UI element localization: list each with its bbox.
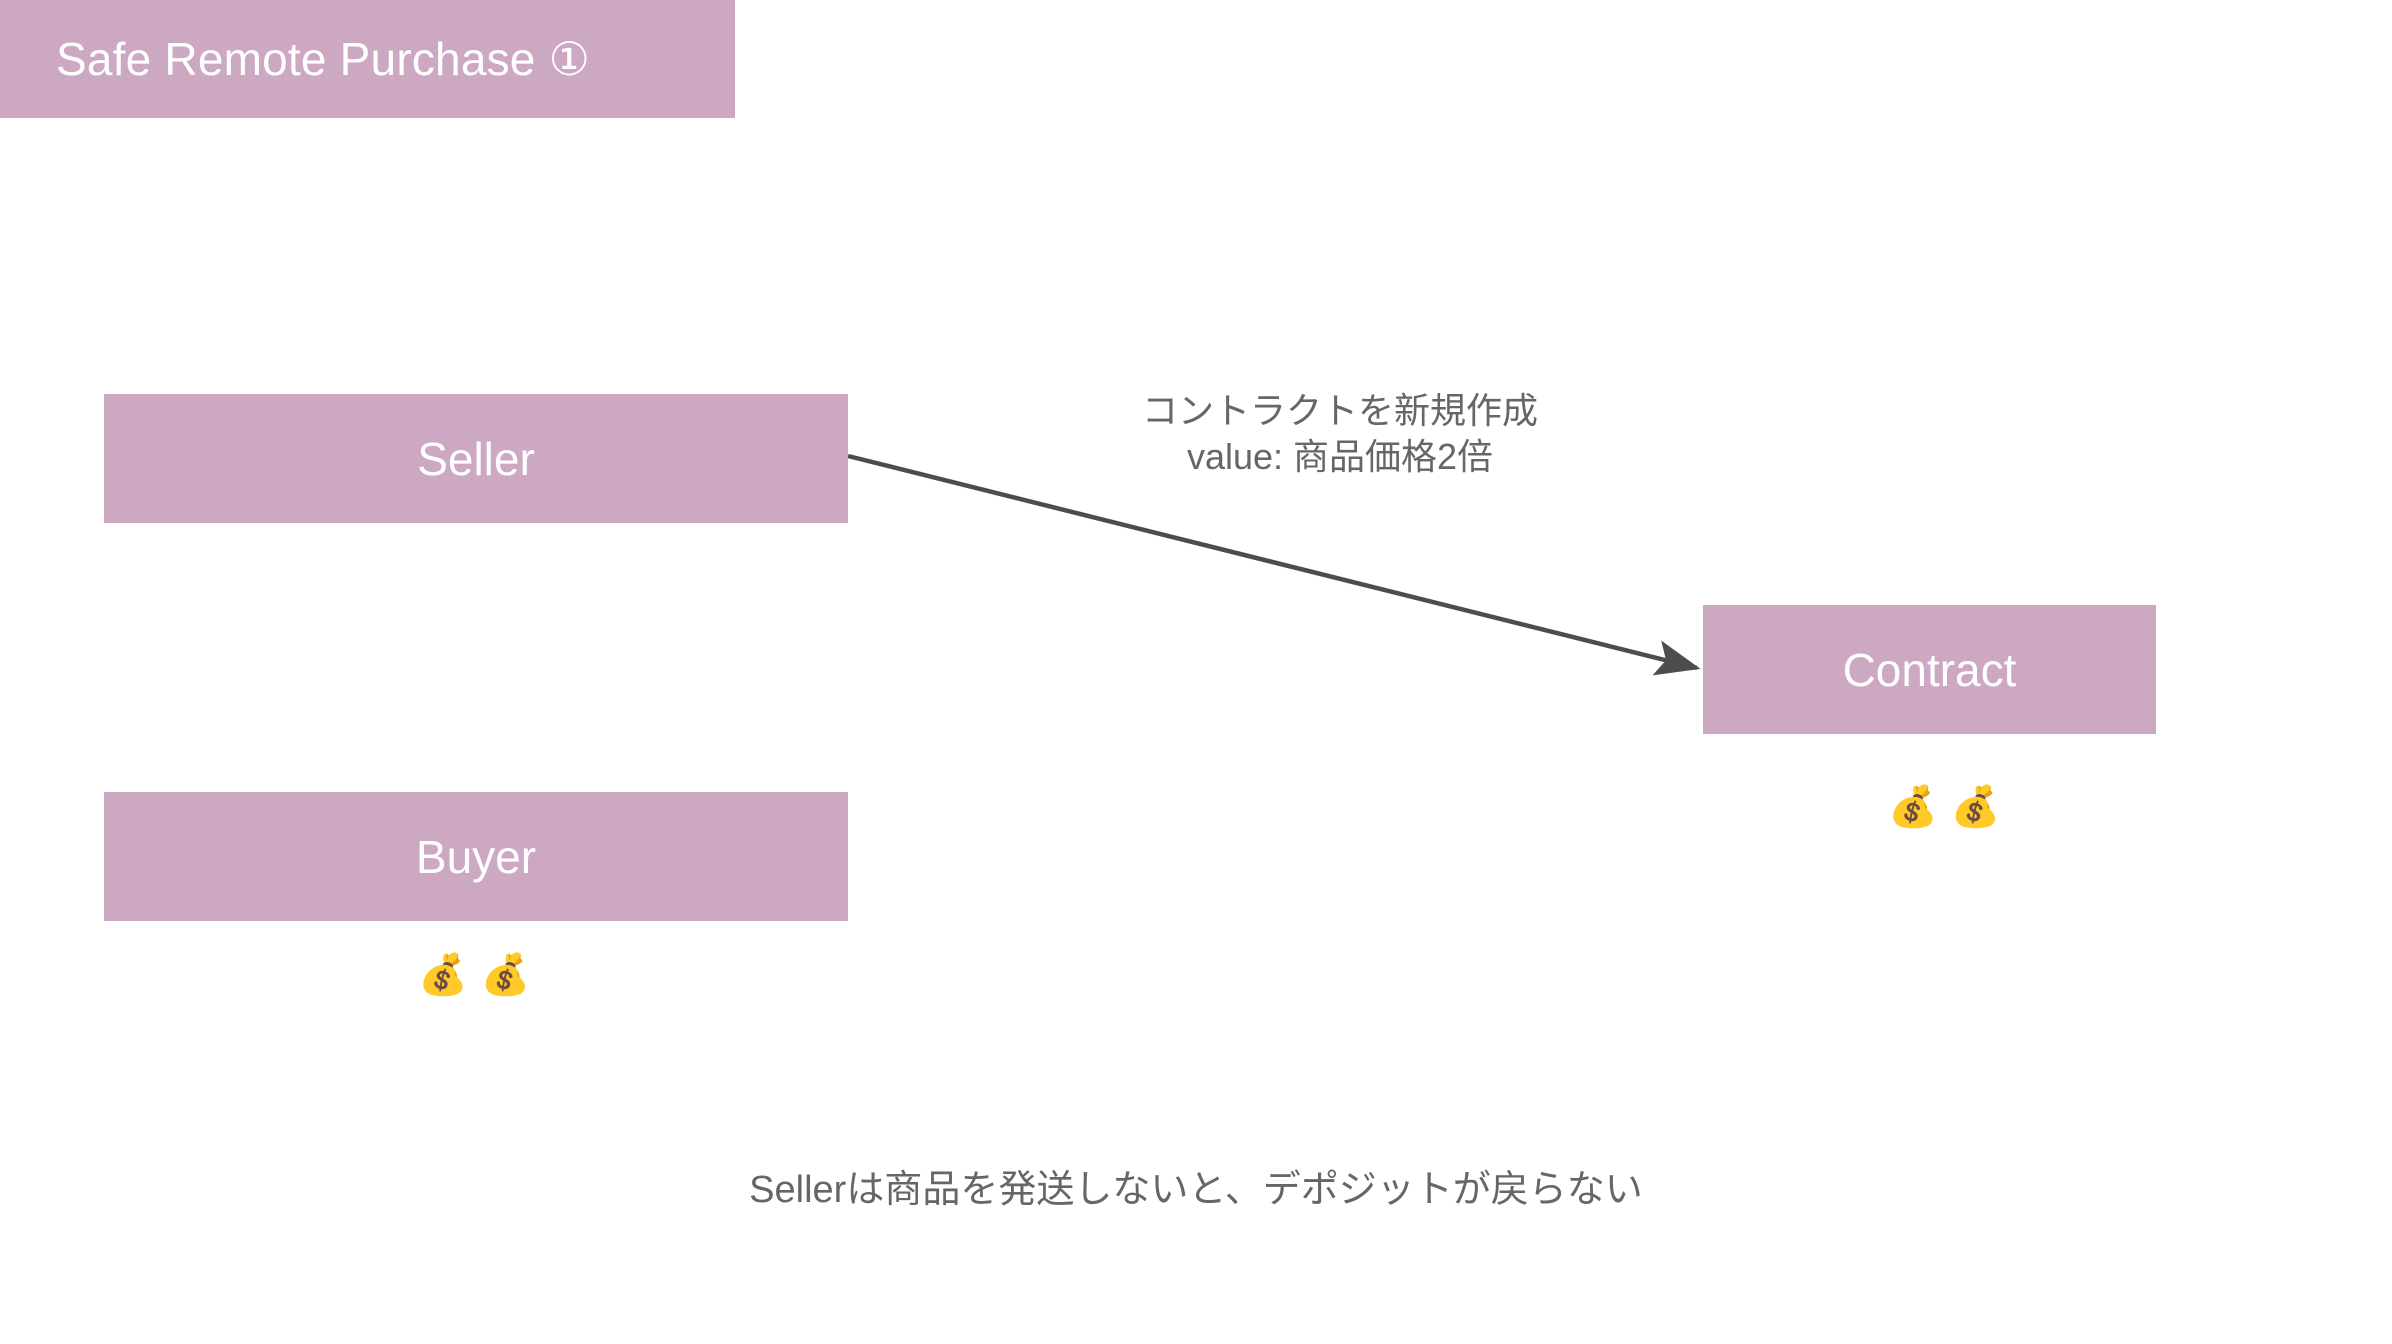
edge-label-line-2: value: 商品価格2倍: [1186, 436, 1494, 478]
node-seller[interactable]: Seller: [104, 394, 848, 523]
node-buyer-label: Buyer: [415, 830, 537, 883]
money-bag-icon-group-contract: 💰 💰: [1888, 784, 2001, 830]
node-buyer[interactable]: Buyer: [104, 792, 848, 921]
page-title: Safe Remote Purchase ①: [56, 33, 591, 85]
money-bag-icon-group-buyer: 💰 💰: [418, 952, 531, 998]
edge-seller-to-contract: [847, 453, 1701, 676]
node-seller-label: Seller: [417, 432, 535, 485]
node-contract[interactable]: Contract: [1703, 605, 2156, 734]
title-banner: Safe Remote Purchase ①: [0, 0, 735, 118]
edge-label-line-1: コントラクトを新規作成: [1141, 390, 1538, 431]
node-contract-label: Contract: [1842, 643, 2017, 696]
edge-label-create-contract: コントラクトを新規作成 value: 商品価格2倍: [1060, 388, 1620, 480]
caption-note: Sellerは商品を発送しないと、デポジットが戻らない: [749, 1169, 1643, 1211]
